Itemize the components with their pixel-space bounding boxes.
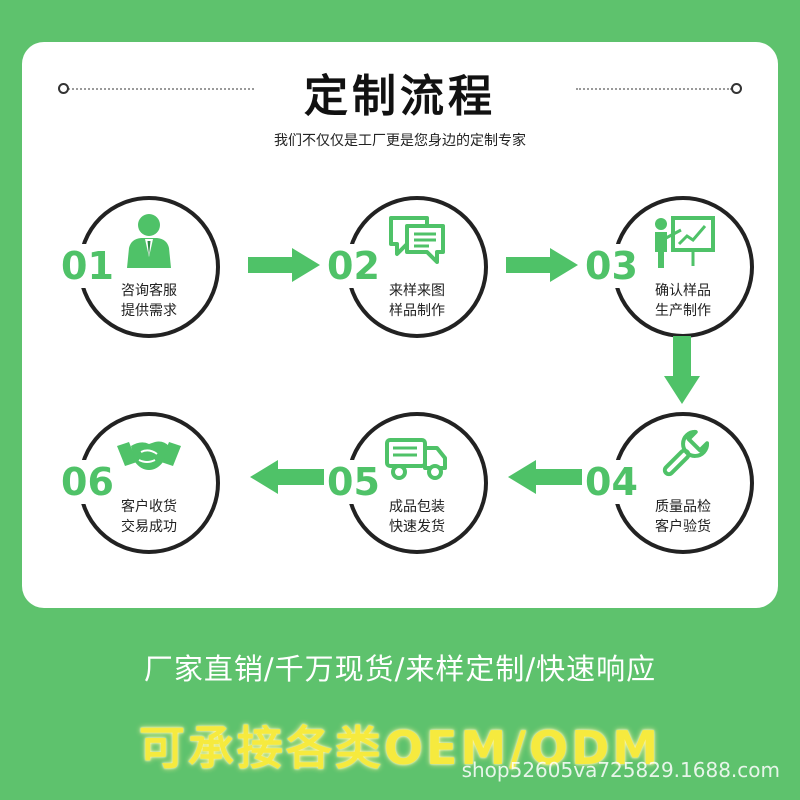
step-label-line1: 质量品检 xyxy=(655,499,711,515)
slogan-text: 厂家直销/千万现货/来样定制/快速响应 xyxy=(143,652,657,686)
delivery-truck-icon xyxy=(385,438,447,480)
right-line-dot xyxy=(731,83,742,94)
arrow-down-3-4 xyxy=(664,336,700,404)
step-number: 06 xyxy=(58,460,117,504)
step-number: 01 xyxy=(58,244,117,288)
step-number: 03 xyxy=(582,244,641,288)
step-label-line2: 生产制作 xyxy=(655,303,711,319)
customer-service-person-icon xyxy=(127,214,171,268)
step-label-line1: 确认样品 xyxy=(655,283,711,299)
page-title: 定制流程 xyxy=(304,71,496,122)
page-subtitle: 我们不仅仅是工厂更是您身边的定制专家 xyxy=(274,133,526,149)
step-06: 06 客户收货 交易成功 xyxy=(58,412,220,554)
step-label-line1: 成品包装 xyxy=(389,499,445,515)
step-label-line1: 咨询客服 xyxy=(121,283,177,299)
step-label-line2: 交易成功 xyxy=(121,519,177,535)
arrow-right-1-2 xyxy=(248,248,320,282)
arrow-left-5-6 xyxy=(250,460,324,494)
step-01: 01 咨询客服 提供需求 xyxy=(58,196,220,338)
step-number: 04 xyxy=(582,460,641,504)
arrow-right-2-3 xyxy=(506,248,578,282)
step-label-line1: 客户收货 xyxy=(121,499,177,515)
step-04: 04 质量品检 客户验货 xyxy=(582,412,754,554)
arrow-left-4-5 xyxy=(508,460,582,494)
oem-odm-banner: 可承接各类OEM/ODM xyxy=(138,721,662,775)
chat-bubbles-icon xyxy=(389,216,445,264)
presentation-board-icon xyxy=(655,216,715,268)
step-05: 05 成品包装 快速发货 xyxy=(324,412,488,554)
shop-watermark: shop52605va725829.1688.com xyxy=(461,758,780,782)
step-02: 02 来样来图 样品制作 xyxy=(324,196,488,338)
wrench-icon xyxy=(662,429,710,477)
step-label-line2: 客户验货 xyxy=(655,519,711,535)
step-label-line2: 提供需求 xyxy=(121,303,177,319)
step-number: 05 xyxy=(324,460,383,504)
right-dotted-line xyxy=(576,88,732,90)
step-number: 02 xyxy=(324,244,383,288)
left-dotted-line xyxy=(68,88,254,90)
step-label-line1: 来样来图 xyxy=(389,283,445,299)
step-label-line2: 快速发货 xyxy=(389,519,445,535)
left-line-dot xyxy=(58,83,69,94)
handshake-icon xyxy=(117,441,181,470)
step-label-line2: 样品制作 xyxy=(389,303,445,319)
step-03: 03 确认样品 生产制作 xyxy=(582,196,754,338)
